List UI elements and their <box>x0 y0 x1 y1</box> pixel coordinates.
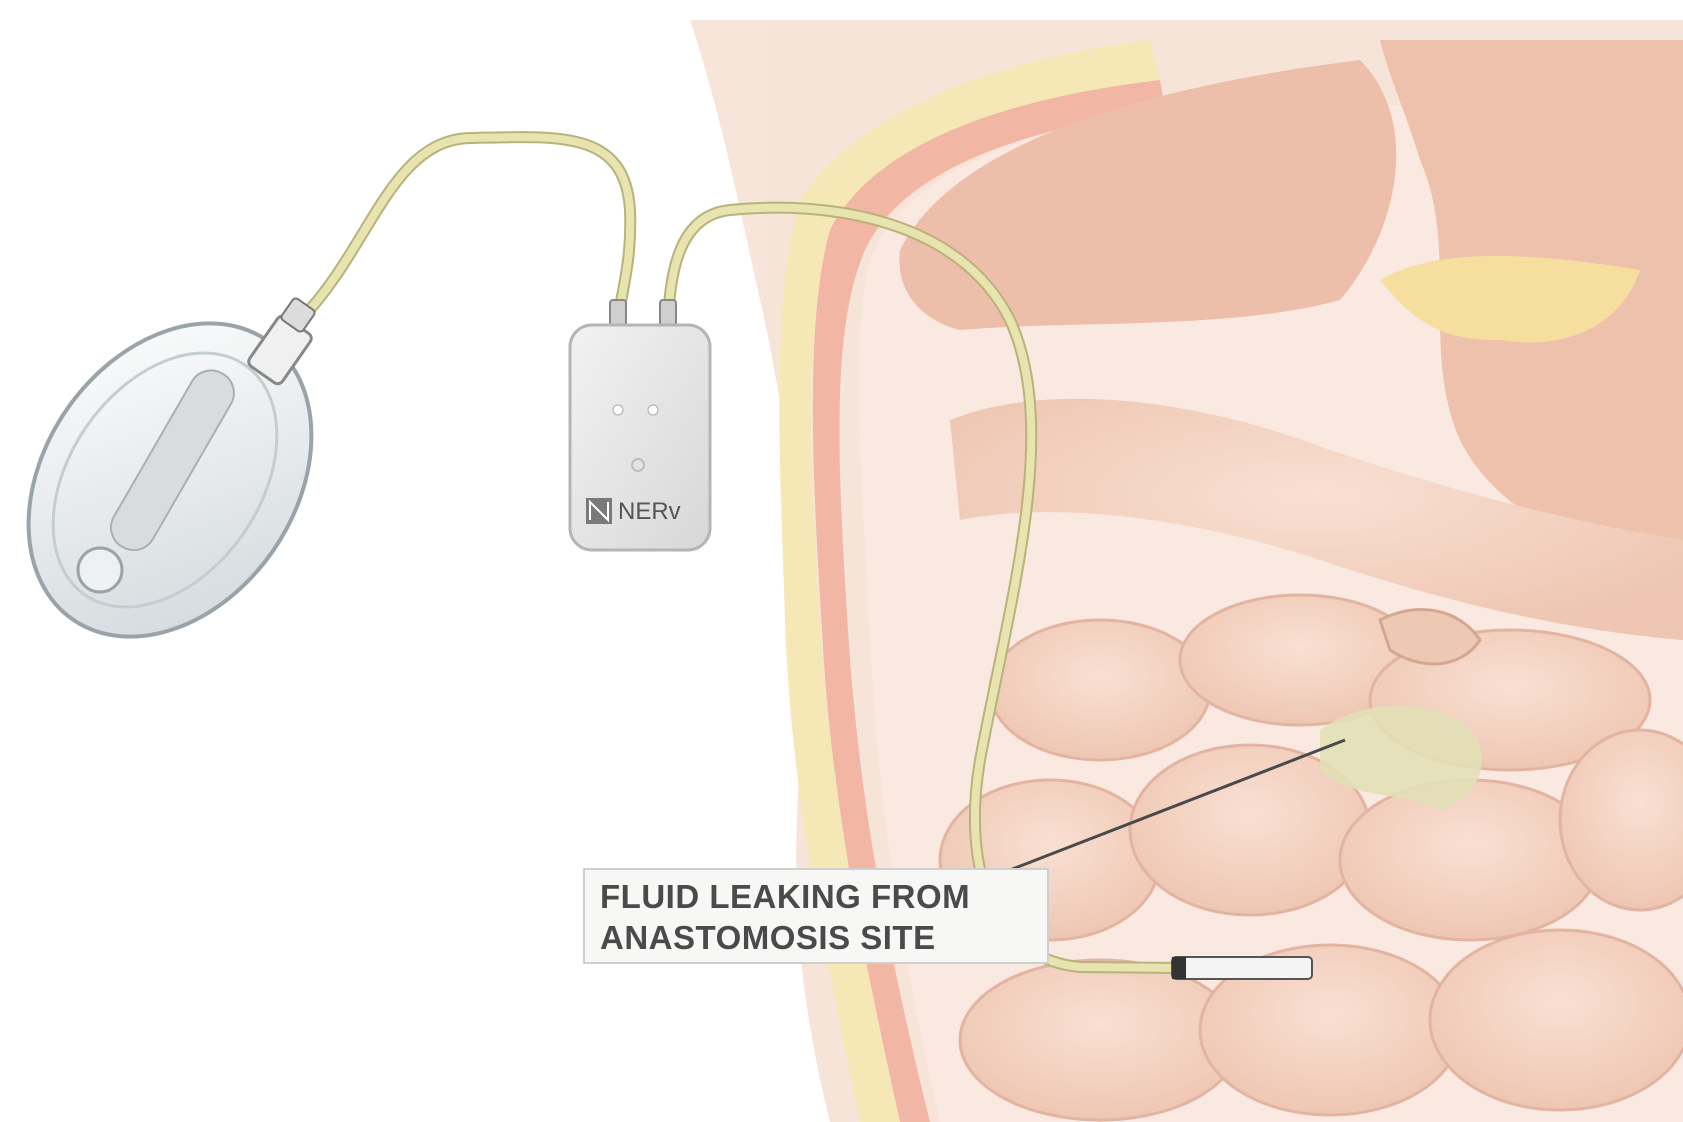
bag-bottom-port <box>78 548 122 592</box>
collection-bag <box>0 269 370 691</box>
callout-line-1: FLUID LEAKING FROM <box>600 876 1040 917</box>
device-indicator-left <box>613 405 623 415</box>
tube-bag-to-pump-outline <box>300 137 630 320</box>
tube-bag-to-pump <box>300 137 630 320</box>
callout-line-2: ANASTOMOSIS SITE <box>600 917 1040 958</box>
drain-tip <box>1172 957 1312 979</box>
device-indicator-right <box>648 405 658 415</box>
device-brand-label: NERv <box>618 498 681 526</box>
small-intestine <box>940 595 1683 1120</box>
callout-label: FLUID LEAKING FROM ANASTOMOSIS SITE <box>600 876 1040 958</box>
